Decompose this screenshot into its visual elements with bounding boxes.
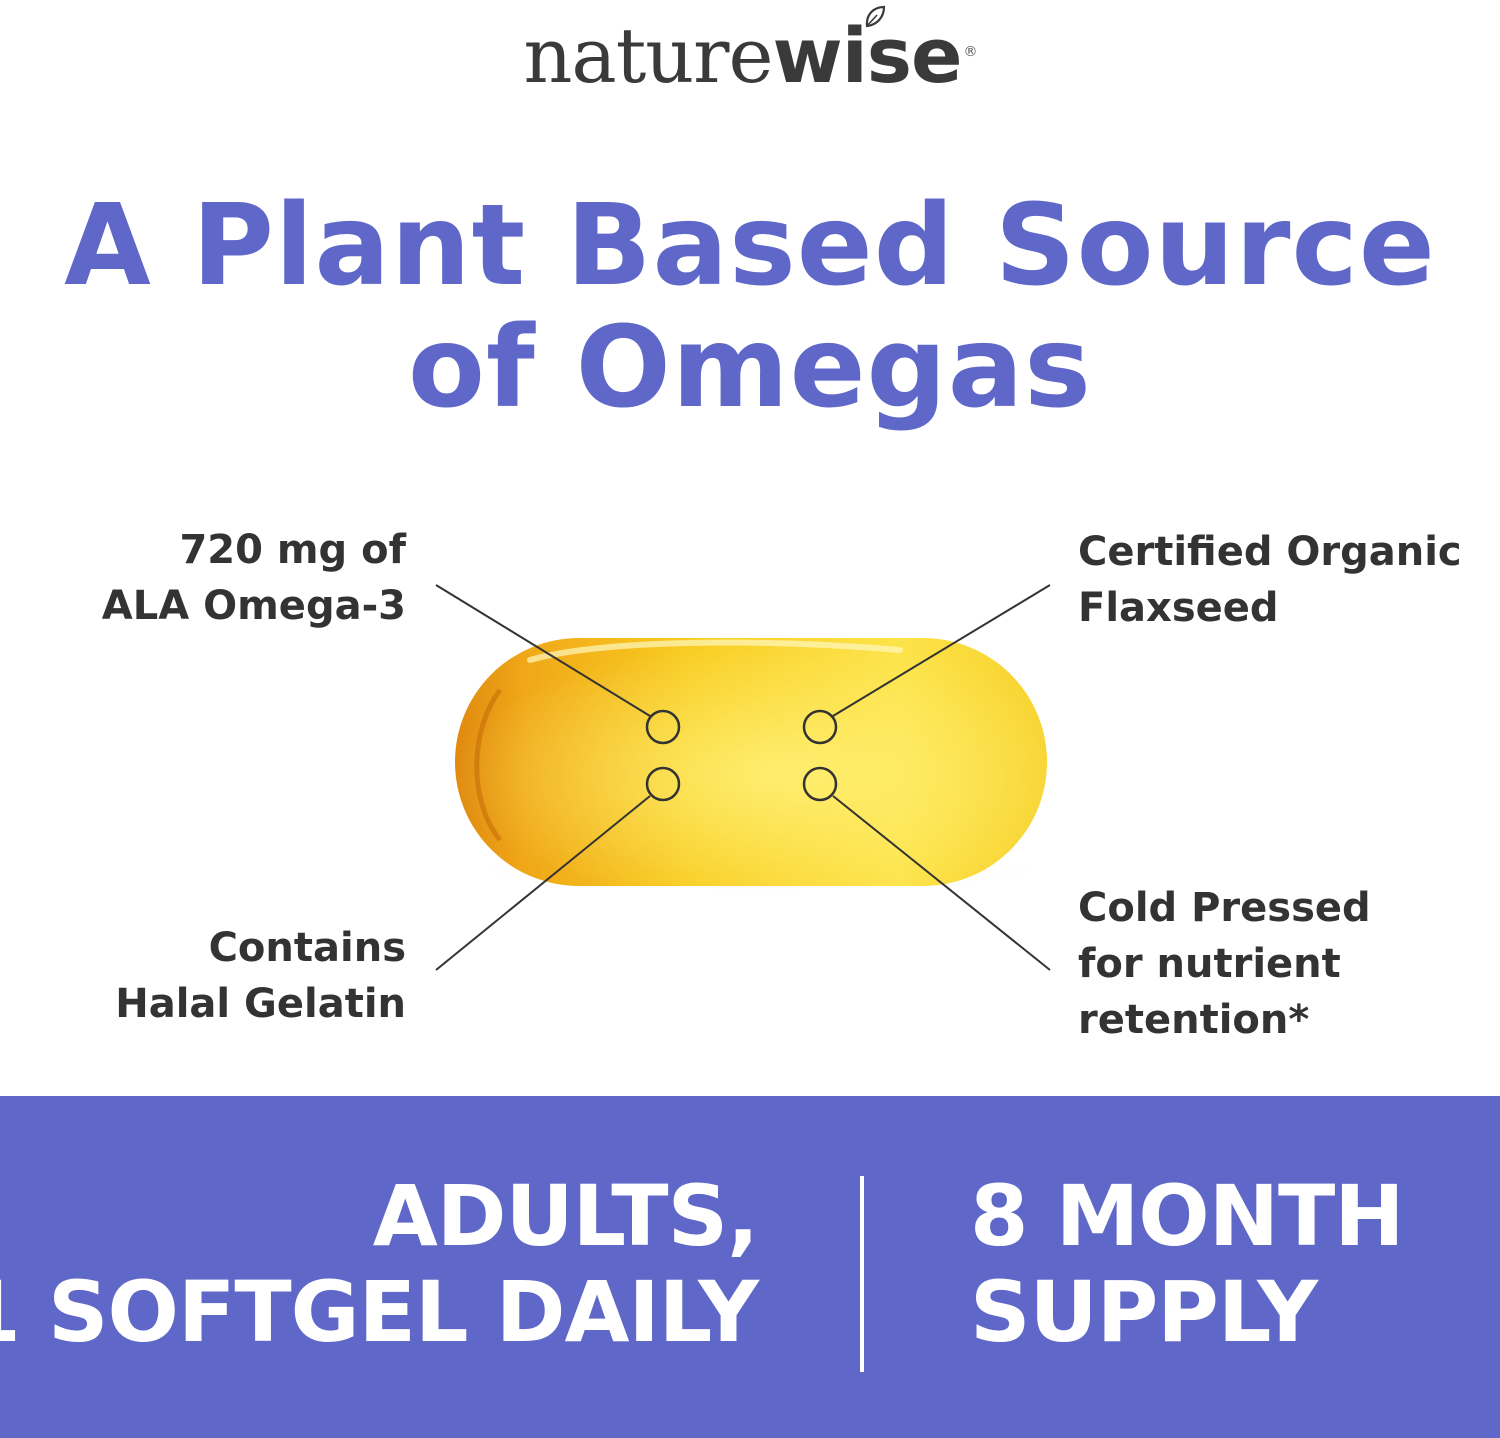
supply-line-2: SUPPLY — [970, 1263, 1318, 1361]
callout-cold-line-2: for nutrient — [1078, 941, 1341, 987]
marker-circle-bottom-left — [645, 766, 681, 802]
leader-line-bottom-right — [832, 795, 1051, 971]
callout-ala-line-2: ALA Omega-3 — [101, 583, 406, 629]
headline-line-1: A Plant Based Source — [64, 181, 1436, 311]
callout-ala-line-1: 720 mg of — [179, 527, 406, 573]
banner-divider — [860, 1176, 864, 1372]
supply-line-1: 8 MONTH — [970, 1167, 1405, 1265]
brand-logo: naturewise® — [0, 18, 1500, 94]
callout-halal-line-2: Halal Gelatin — [115, 981, 406, 1027]
brand-name-part1: nature — [523, 11, 773, 100]
callout-halal-line-1: Contains — [208, 925, 406, 971]
page-title: A Plant Based Source of Omegas — [0, 185, 1500, 429]
bottom-banner: ADULTS, 1 SOFTGEL DAILY 8 MONTH SUPPLY — [0, 1096, 1500, 1438]
headline-line-2: of Omegas — [408, 303, 1092, 433]
softgel-glow — [455, 638, 1047, 886]
softgel-edge — [474, 688, 503, 842]
callout-organic-line-1: Certified Organic — [1078, 529, 1462, 575]
softgel-diagram — [435, 584, 1060, 971]
leader-line-top-left — [435, 584, 651, 717]
leader-line-top-right — [832, 584, 1051, 717]
callout-ala-omega3: 720 mg of ALA Omega-3 — [102, 522, 406, 634]
marker-circle-top-right — [802, 709, 838, 745]
supply-text: 8 MONTH SUPPLY — [970, 1167, 1405, 1361]
callout-cold-pressed: Cold Pressed for nutrient retention* — [1078, 880, 1371, 1048]
softgel-highlight — [527, 639, 903, 663]
dosage-line-1: ADULTS, — [372, 1167, 759, 1265]
leaf-icon — [865, 5, 886, 28]
callout-organic-line-2: Flaxseed — [1078, 585, 1279, 631]
dosage-line-2: 1 SOFTGEL DAILY — [0, 1263, 759, 1361]
callout-cold-line-1: Cold Pressed — [1078, 885, 1371, 931]
leader-line-bottom-left — [435, 795, 651, 971]
marker-circle-bottom-right — [802, 766, 838, 802]
callout-halal-gelatin: Contains Halal Gelatin — [115, 920, 406, 1032]
brand-name-part2: wise — [772, 11, 963, 100]
registered-mark: ® — [963, 43, 978, 60]
marker-circle-top-left — [645, 709, 681, 745]
callout-organic-flaxseed: Certified Organic Flaxseed — [1078, 524, 1462, 636]
dosage-text: ADULTS, 1 SOFTGEL DAILY — [0, 1167, 759, 1361]
callout-cold-line-3: retention* — [1078, 997, 1310, 1043]
